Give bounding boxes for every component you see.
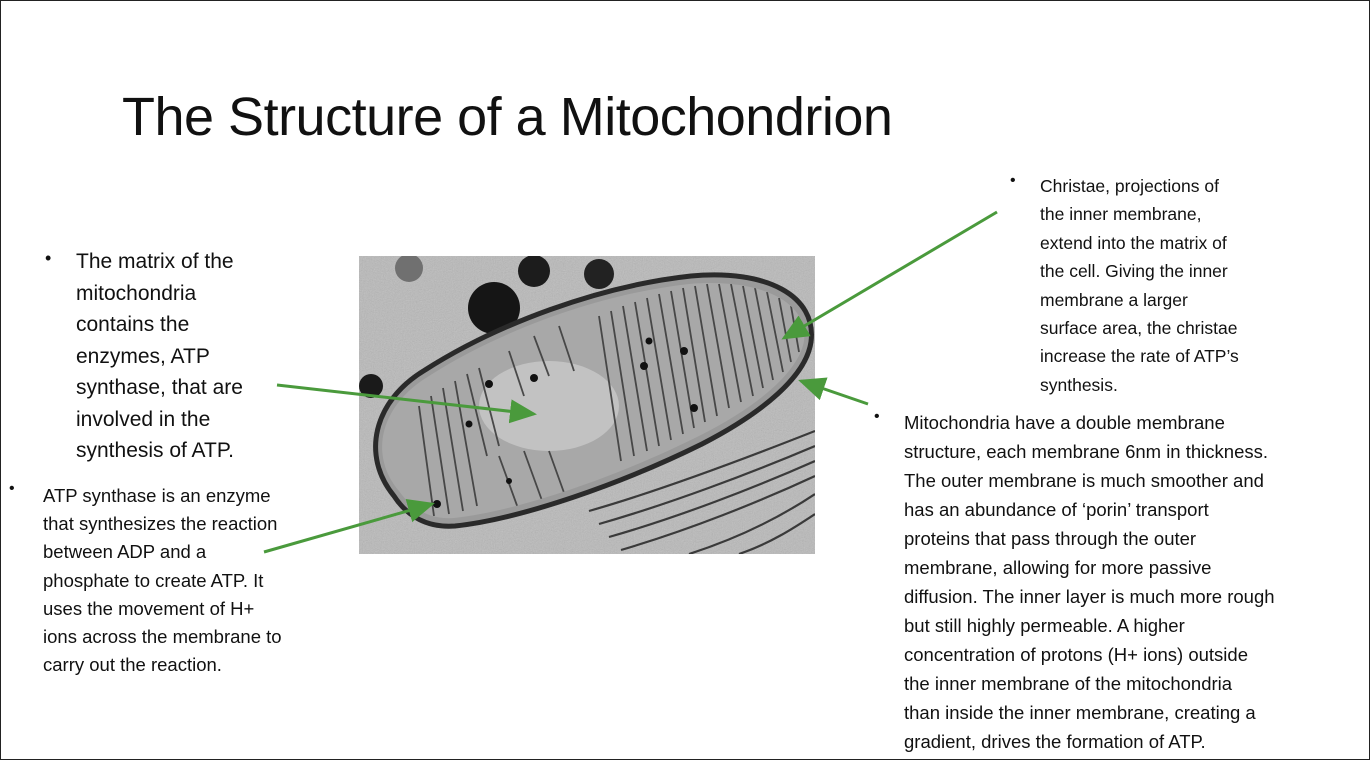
double-membrane-bullet-text: Mitochondria have a double membrane stru… — [904, 408, 1275, 756]
bullet-dot: • — [1010, 172, 1016, 190]
mitochondrion-micrograph — [359, 256, 815, 554]
bullet-dot: • — [9, 480, 15, 498]
christae-bullet-text: Christae, projections of the inner membr… — [1040, 172, 1239, 399]
bullet-dot: • — [45, 248, 51, 269]
atp-synthase-bullet-text: ATP synthase is an enzyme that synthesiz… — [43, 482, 282, 679]
slide-title: The Structure of a Mitochondrion — [122, 88, 892, 147]
matrix-bullet-text: The matrix of the mitochondria contains … — [76, 246, 243, 467]
bullet-dot: • — [874, 408, 880, 426]
